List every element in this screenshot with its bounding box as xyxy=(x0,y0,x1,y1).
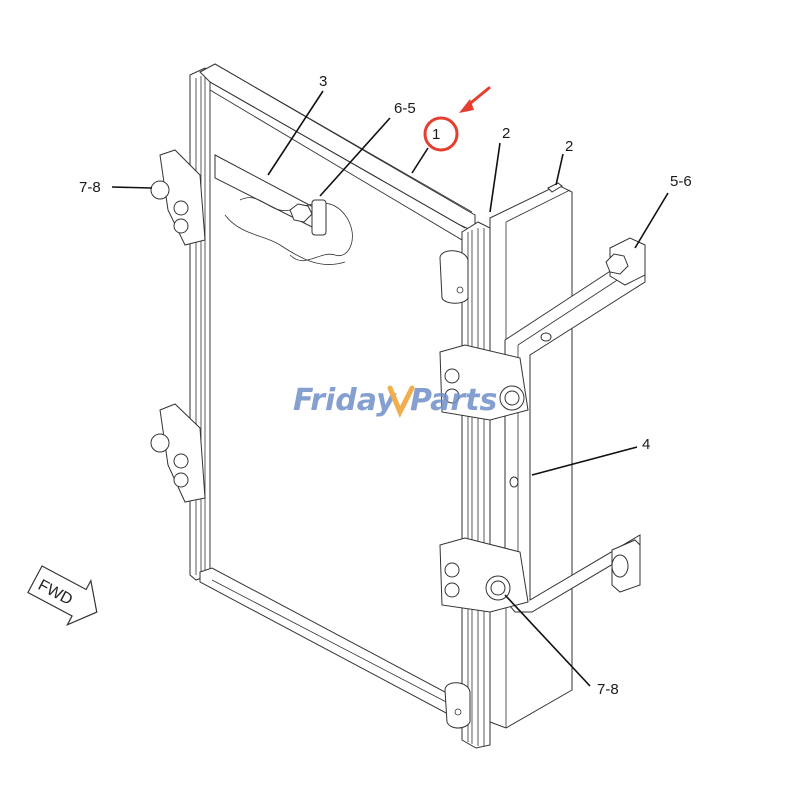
side-channel xyxy=(489,182,573,729)
mount-strap xyxy=(214,154,353,265)
core-panel xyxy=(189,63,491,749)
lower-tab xyxy=(444,682,471,729)
callout-5-6: 5-6 xyxy=(670,173,692,190)
fwd-arrow-icon: FWD xyxy=(27,565,98,627)
callout-labels: 7-8 3 6-5 1 2 2 5-6 4 7-8 xyxy=(79,73,692,698)
callout-4: 4 xyxy=(642,436,650,453)
watermark-part1: Friday xyxy=(293,383,397,418)
callout-7-8-left: 7-8 xyxy=(79,179,101,196)
right-upper-clamp xyxy=(439,344,529,421)
watermark: Friday Parts xyxy=(293,383,497,419)
upper-tab xyxy=(439,250,469,304)
callout-2-a: 2 xyxy=(502,125,510,142)
watermark-part2: Parts xyxy=(410,383,497,418)
highlight-circle xyxy=(423,116,459,152)
bolt-5-6 xyxy=(605,253,629,275)
callout-2-b: 2 xyxy=(565,138,573,155)
leader-lines xyxy=(111,90,669,687)
left-upper-clamp xyxy=(150,149,206,246)
callout-1: 1 xyxy=(432,126,440,143)
highlight-marker xyxy=(423,86,491,152)
callout-3: 3 xyxy=(319,73,327,90)
watermark-accent xyxy=(387,385,415,419)
left-lower-clamp xyxy=(150,403,206,503)
right-lower-clamp xyxy=(439,537,529,613)
callout-7-8-right: 7-8 xyxy=(597,681,619,698)
callout-6-5: 6-5 xyxy=(394,100,416,117)
